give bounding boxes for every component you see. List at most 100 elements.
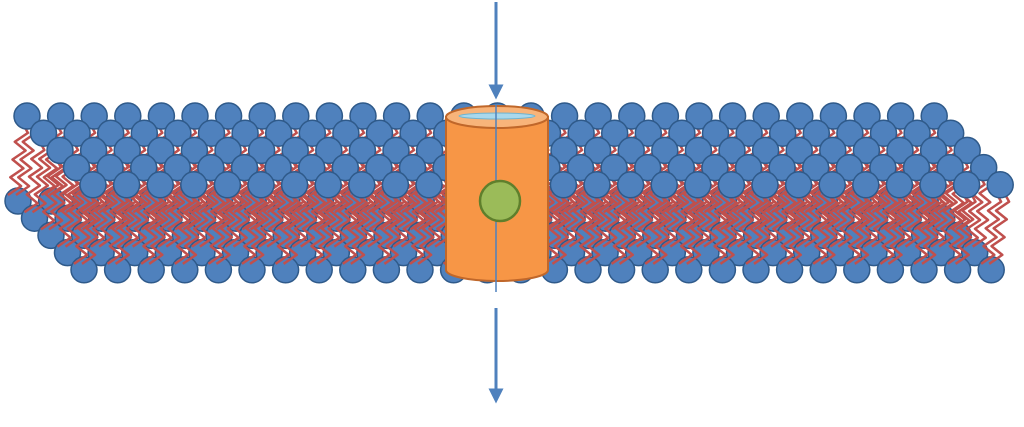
lipid-head: [734, 153, 763, 182]
lipid-head: [339, 256, 367, 284]
lipid-head: [62, 153, 91, 182]
lipid-head: [818, 171, 846, 199]
lipid-tail: [560, 174, 583, 248]
lipid-tail: [282, 192, 305, 265]
lipid-head: [331, 153, 360, 182]
lipid-head: [952, 171, 981, 199]
lipid-head: [819, 136, 847, 165]
lipid-tail: [551, 192, 574, 265]
lipid-head: [835, 153, 864, 182]
lipid-tail: [316, 192, 339, 265]
lipid-tail: [107, 157, 130, 231]
lipid-tail: [652, 192, 675, 265]
lipid-tail: [90, 174, 113, 248]
lipid-head: [574, 256, 602, 284]
lipid-head: [809, 256, 837, 284]
lipid-tail: [594, 174, 617, 248]
lipid-tail: [678, 157, 701, 231]
lipid-head: [910, 256, 938, 284]
lipid-head: [230, 153, 259, 182]
lipid-tail: [779, 157, 802, 231]
lipid-head: [248, 102, 276, 130]
lipid-head: [675, 256, 703, 284]
lipid-head: [214, 136, 242, 165]
lipid-head: [650, 171, 678, 199]
lipid-head: [617, 136, 645, 165]
lipid-tail: [208, 157, 231, 231]
lipid-tail: [577, 192, 600, 265]
lipid-tail: [274, 192, 297, 265]
lipid-head: [247, 171, 275, 199]
lipid-head: [415, 136, 444, 165]
lipid-tail: [309, 157, 331, 231]
lipid-head: [567, 119, 595, 147]
lipid-tail: [829, 174, 852, 248]
lipid-head: [600, 153, 628, 182]
lipid-tail: [174, 192, 196, 265]
lipid-head: [735, 119, 763, 147]
lipid-tail: [7, 123, 30, 197]
lipid-tail: [846, 192, 868, 265]
lipid-head: [29, 119, 58, 147]
lipid-head: [171, 256, 199, 284]
lipid-tail: [627, 174, 650, 248]
lipid-head: [667, 153, 696, 182]
lipid-head: [349, 102, 377, 130]
lipid-tail: [291, 174, 314, 248]
lipid-tail: [719, 192, 742, 265]
lipid-tail: [846, 157, 869, 231]
lipid-tail: [921, 192, 944, 265]
lipid-tail: [728, 174, 751, 248]
lipid-head: [13, 102, 41, 130]
lipid-tail: [854, 192, 876, 265]
lipid-tail: [392, 174, 415, 248]
lipid-tail: [963, 174, 986, 248]
lipid-head: [986, 171, 1014, 199]
lipid-tail: [342, 157, 365, 231]
lipid-tail: [711, 192, 734, 265]
lipid-head: [238, 256, 266, 284]
lipid-head: [271, 256, 300, 284]
lipid-head: [180, 171, 208, 199]
lipid-tail: [141, 157, 163, 231]
lipid-tail: [376, 157, 399, 231]
lipid-head: [282, 102, 310, 130]
lipid-head: [163, 153, 192, 182]
lipid-tail: [753, 192, 776, 265]
lipid-tail: [215, 192, 238, 265]
lipid-head: [801, 153, 830, 182]
lipid-tail: [887, 192, 910, 265]
lipid-tail: [913, 157, 936, 231]
lipid-head: [607, 256, 636, 284]
lipid-tail: [191, 174, 214, 248]
lipid-head: [164, 119, 192, 147]
lipid-head: [365, 153, 393, 182]
lipid-tail: [585, 192, 608, 265]
lipid-tail: [56, 174, 79, 248]
lipid-head: [618, 102, 646, 130]
lipid-head: [566, 153, 595, 182]
lipid-head: [919, 136, 948, 165]
lipid-head: [903, 119, 931, 147]
lipid-head: [147, 136, 175, 165]
lipid-tail: [123, 174, 146, 248]
lipid-tail: [880, 157, 903, 231]
lipid-tail: [73, 192, 96, 265]
lipid-head: [936, 153, 964, 182]
lipid-head: [348, 136, 377, 165]
lipid-head: [113, 136, 141, 165]
lipid-tail: [644, 192, 667, 265]
lipid-head: [213, 171, 242, 199]
lipid-head: [943, 256, 972, 284]
lipid-head: [332, 119, 360, 147]
lipid-head: [112, 171, 141, 199]
lipid-head: [365, 119, 394, 147]
lipid-head: [853, 102, 881, 130]
lipid-head: [416, 102, 444, 130]
lipid-head: [885, 171, 914, 199]
lipid-head: [953, 136, 981, 165]
lipid-head: [634, 119, 663, 147]
lipid-head: [784, 171, 813, 199]
lipid-tail: [426, 174, 449, 248]
